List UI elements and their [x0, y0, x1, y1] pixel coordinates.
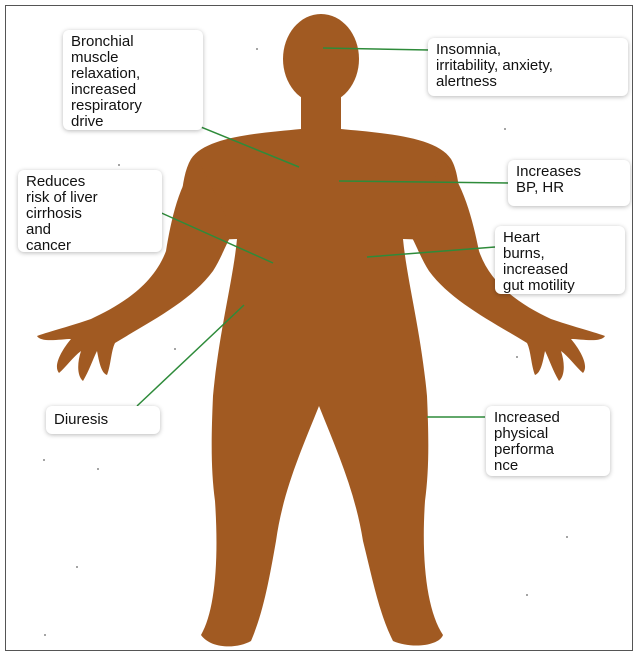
speckle — [256, 48, 258, 50]
speckle — [504, 128, 506, 130]
torso-legs-shape — [179, 129, 461, 646]
speckle — [44, 634, 46, 636]
speckle — [76, 566, 78, 568]
speckle — [174, 348, 176, 350]
speckle — [97, 468, 99, 470]
speckle — [43, 459, 45, 461]
label-bronchial: Bronchial muscle relaxation, increased r… — [63, 30, 203, 130]
speckle — [566, 536, 568, 538]
label-physical: Increased physical performa nce — [486, 406, 610, 476]
label-liver: Reduces risk of liver cirrhosis and canc… — [18, 170, 162, 252]
head-shape — [283, 14, 359, 104]
speckle — [516, 356, 518, 358]
label-heart: Heart burns, increased gut motility — [495, 226, 625, 294]
speckle — [526, 594, 528, 596]
label-diuresis: Diuresis — [46, 406, 160, 434]
label-bp-hr: Increases BP, HR — [508, 160, 630, 206]
label-insomnia: Insomnia, irritability, anxiety, alertne… — [428, 38, 628, 96]
speckle — [118, 164, 120, 166]
diagram-frame: Bronchial muscle relaxation, increased r… — [5, 5, 633, 651]
